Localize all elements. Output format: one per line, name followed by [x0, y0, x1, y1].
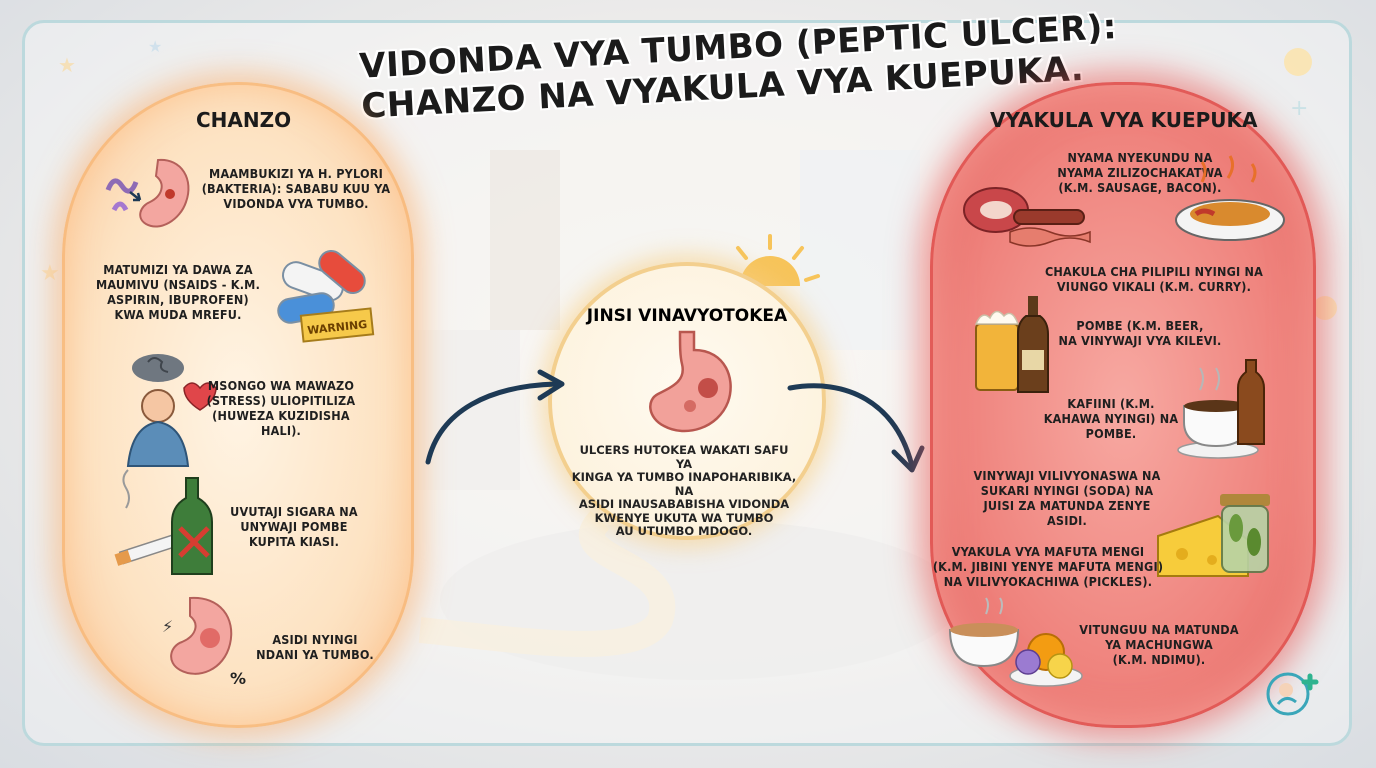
- beer-icon: [974, 296, 1049, 393]
- chanzo-item-5-text: ASIDI NYINGI NDANI YA TUMBO.: [256, 632, 374, 662]
- stressed-person-icon: [126, 354, 217, 467]
- pills-warning-icon: WARNING: [277, 250, 375, 343]
- red-meat-icon: [963, 187, 1091, 247]
- jinsi-text: ULCERS HUTOKEA WAKATI SAFU YA KINGA YA T…: [571, 443, 797, 538]
- sun-icon: [736, 234, 820, 286]
- jinsi-heading: JINSI VINAVYOTOKEA: [586, 306, 788, 326]
- vyakula-item-6-text: VYAKULA VYA MAFUTA MENGI (K.M. JIBINI YE…: [932, 544, 1164, 589]
- onion-citrus-icon: [948, 597, 1083, 687]
- chanzo-heading: CHANZO: [196, 108, 292, 132]
- sun-doodle-icon: [1284, 48, 1312, 76]
- vyakula-item-3-text: POMBE (K.M. BEER, NA VINYWAJI VYA KILEVI…: [1058, 318, 1222, 348]
- chanzo-item-1-text: MAAMBUKIZI YA H. PYLORI (BAKTERIA): SABA…: [201, 166, 391, 211]
- vyakula-item-5-text: VINYWAJI VILIVYONASWA NA SUKARI NYINGI (…: [973, 468, 1161, 528]
- vyakula-item-4-text: KAFIINI (K.M. KAHAWA NYINGI) NA POMBE.: [1043, 396, 1179, 441]
- cigarette-bottle-icon: [114, 469, 213, 575]
- acid-stomach-icon: ⚡ %: [162, 596, 246, 688]
- warning-label: WARNING: [307, 318, 368, 337]
- spicy-curry-icon: [1175, 155, 1285, 241]
- vyakula-item-2-text: CHAKULA CHA PILIPILI NYINGI NA VIUNGO VI…: [1044, 264, 1264, 294]
- cheese-pickles-icon: [1157, 494, 1270, 577]
- vyakula-item-7-text: VITUNGUU NA MATUNDA YA MACHUNGWA (K.M. N…: [1079, 622, 1239, 667]
- jinsi-circle: JINSI VINAVYOTOKEA ULCERS HUTOKEA WAKATI…: [548, 262, 826, 540]
- arrow-left-to-center-icon: [425, 369, 565, 465]
- svg-text:★: ★: [58, 53, 76, 77]
- coffee-icon: [1177, 359, 1265, 459]
- chanzo-item-2-text: MATUMIZI YA DAWA ZA MAUMIVU (NSAIDS - K.…: [95, 262, 261, 322]
- sun-doodle-icon: [1313, 296, 1337, 320]
- svg-text:+: +: [1290, 96, 1308, 121]
- vyakula-heading: VYAKULA VYA KUEPUKA: [990, 108, 1258, 132]
- bacteria-stomach-icon: [105, 158, 190, 228]
- baby-health-logo-icon: [1266, 672, 1319, 716]
- ulcer-stomach-icon: [649, 330, 732, 433]
- chanzo-item-4-text: UVUTAJI SIGARA NA UNYWAJI POMBE KUPITA K…: [230, 504, 358, 549]
- svg-text:⚡: ⚡: [162, 617, 173, 636]
- arrow-center-to-right-icon: [787, 383, 925, 473]
- svg-text:★: ★: [148, 37, 162, 56]
- svg-text:★: ★: [40, 261, 60, 286]
- acid-percent-symbol: %: [230, 669, 246, 688]
- chanzo-item-3-text: MSONGO WA MAWAZO (STRESS) ULIOPITILIZA (…: [206, 378, 356, 438]
- chanzo-panel: [62, 82, 414, 728]
- vyakula-item-1-text: NYAMA NYEKUNDU NA NYAMA ZILIZOCHAKATWA (…: [1057, 150, 1223, 195]
